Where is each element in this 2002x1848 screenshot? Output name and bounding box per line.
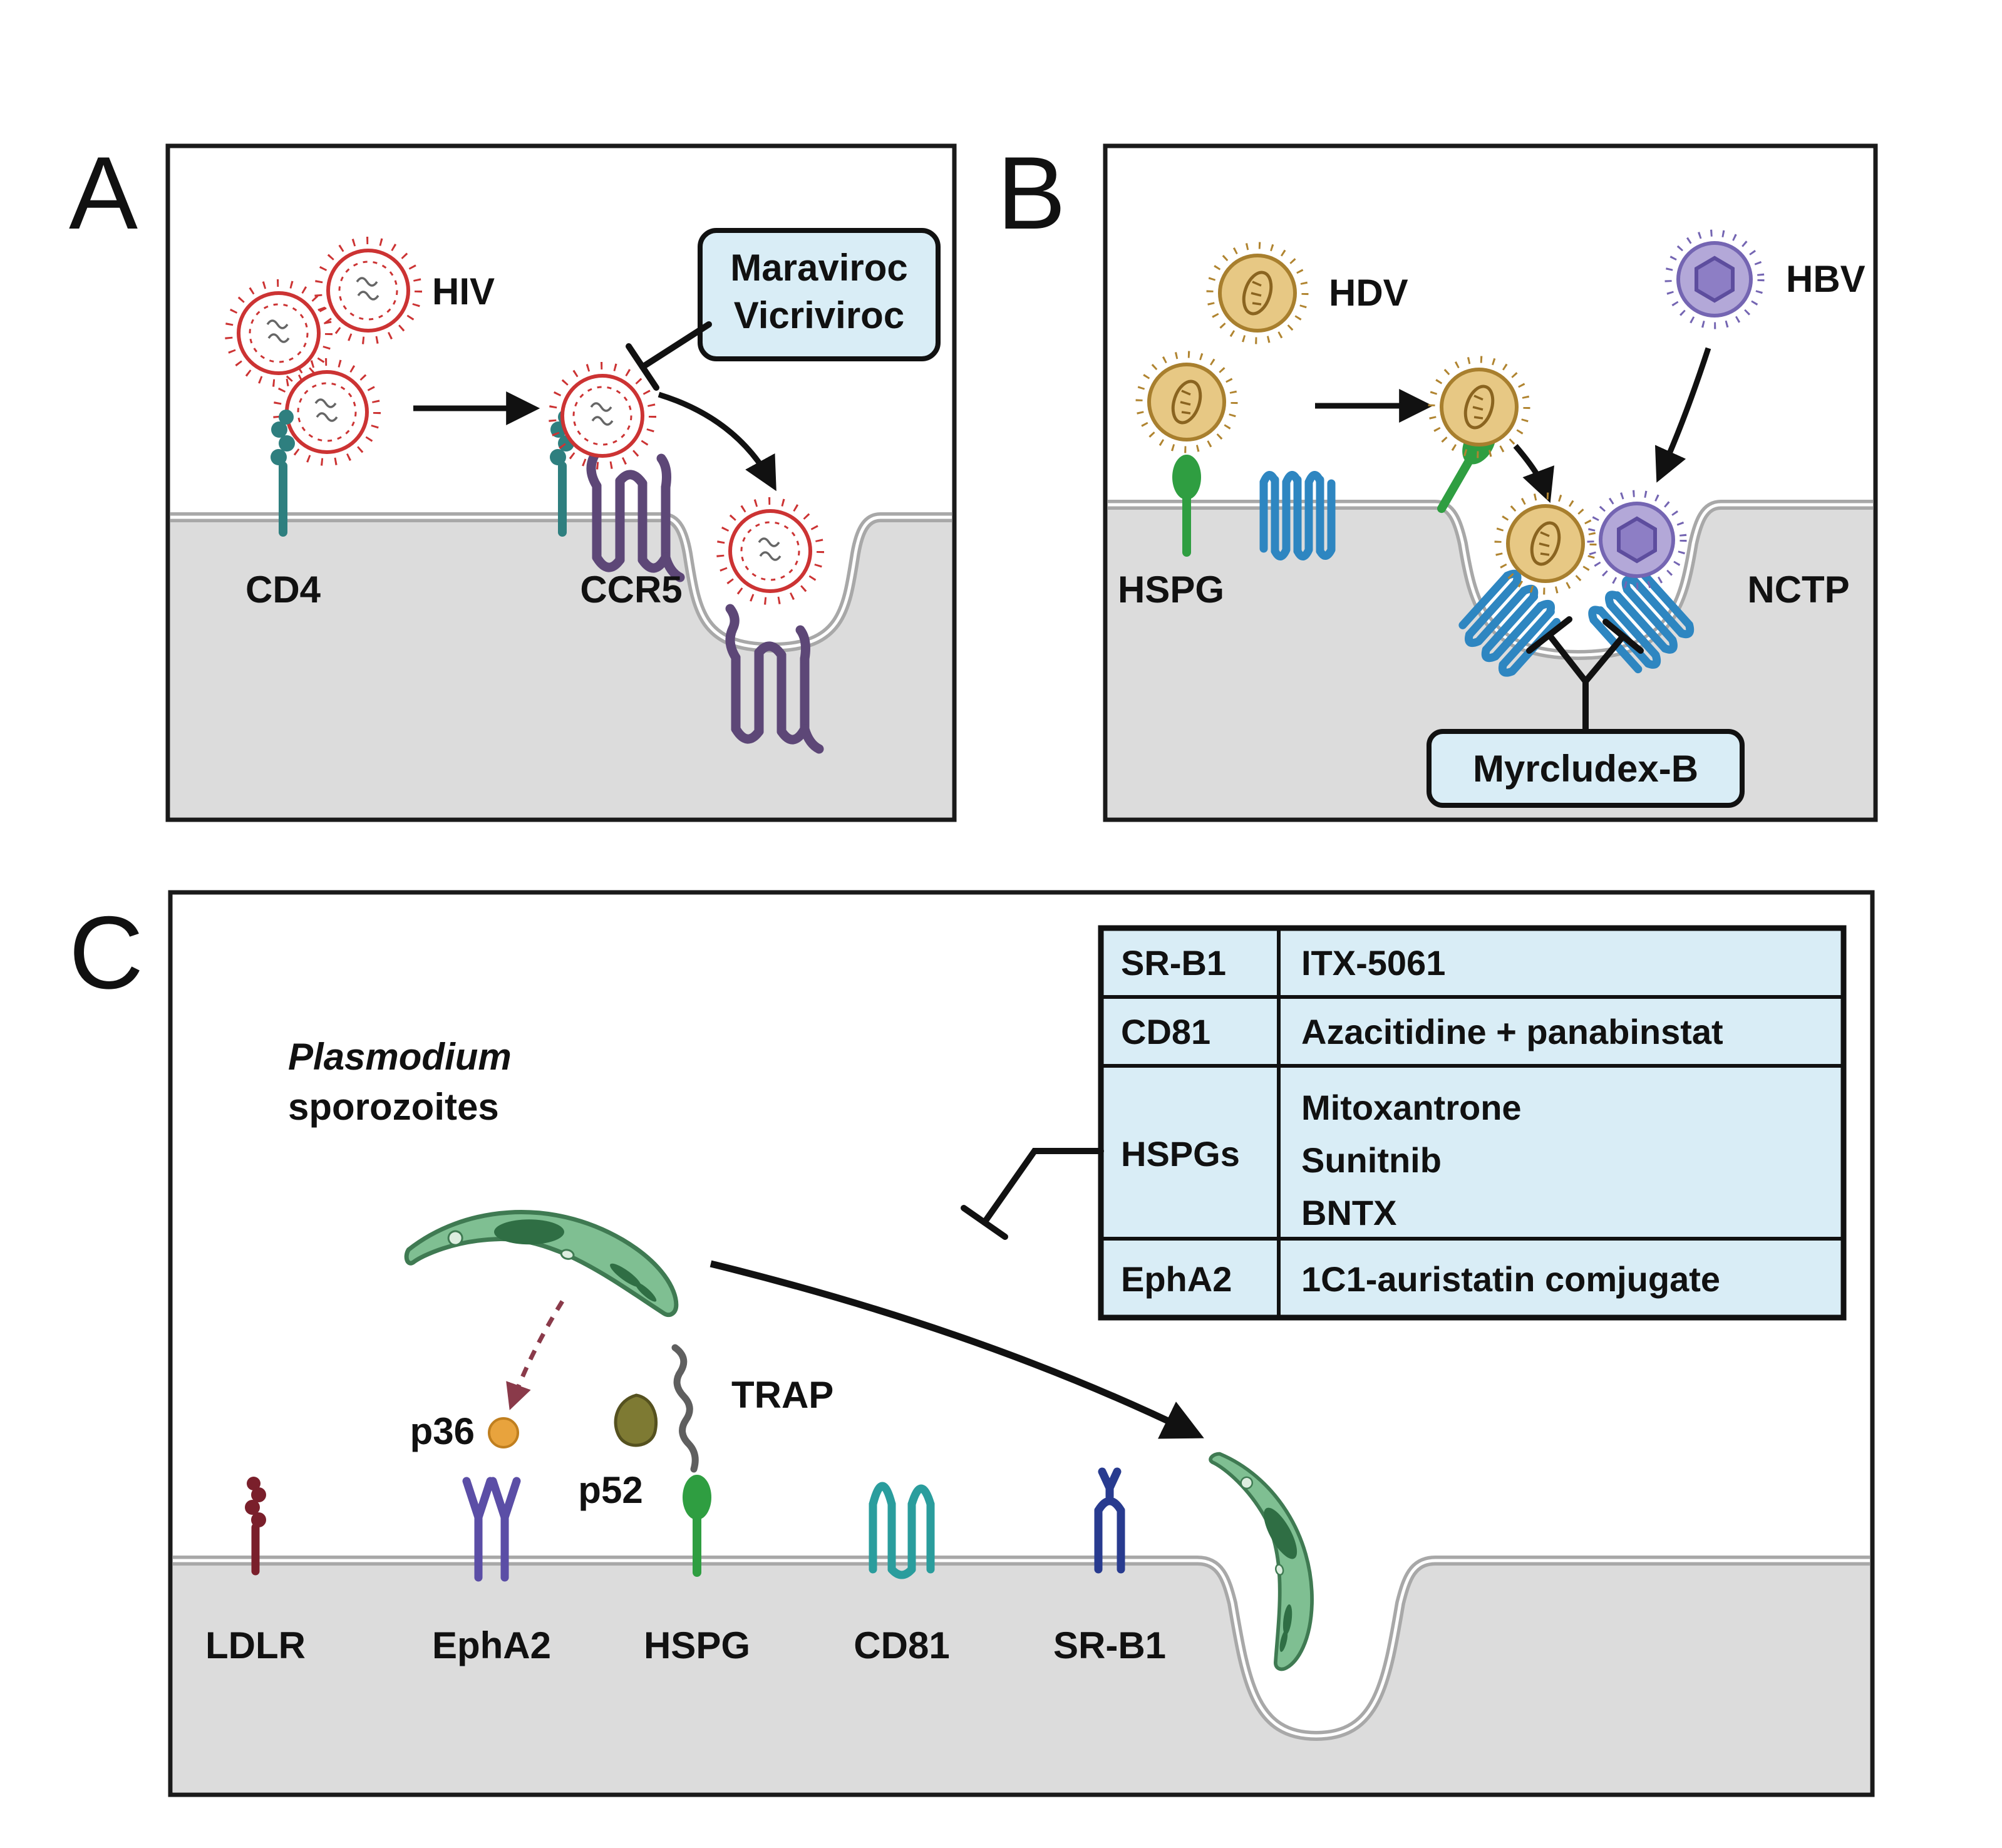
panel-a-letter: A (69, 135, 138, 250)
hiv-label: HIV (432, 271, 495, 312)
sporozoites-label: sporozoites (288, 1086, 499, 1128)
p36-protein (488, 1417, 519, 1448)
p52-label: p52 (578, 1469, 642, 1511)
nctp-label: NCTP (1747, 569, 1849, 611)
table-drug-sunitnib: Sunitnib (1301, 1140, 1442, 1180)
myrcludex-label: Myrcludex-B (1473, 748, 1698, 790)
p36-secretion-arrow (506, 1300, 564, 1410)
epha2-label: EphA2 (432, 1624, 551, 1666)
hspg-label-b: HSPG (1118, 569, 1224, 611)
inhibitor-table: SR-B1 ITX-5061 CD81 Azacitidine + panabi… (1098, 925, 1847, 1321)
myrcludex-box (1427, 729, 1745, 808)
p36-label: p36 (410, 1410, 475, 1452)
panel-c-letter: C (69, 895, 143, 1010)
ldlr-label: LDLR (205, 1624, 306, 1666)
maraviroc-vicriviroc-box (698, 228, 941, 361)
inhibitor-line2: Vicriviroc (734, 294, 904, 336)
ntcp-receptor (1264, 475, 1331, 556)
ccr5-label: CCR5 (580, 569, 682, 611)
panel-c-membrane (173, 1556, 1870, 1792)
table-drug-mitoxantrone: Mitoxantrone (1301, 1088, 1522, 1127)
table-drug-1c1: 1C1-auristatin comjugate (1301, 1259, 1720, 1299)
table-target-hspgs: HSPGs (1121, 1134, 1240, 1174)
hspg-label-c: HSPG (644, 1624, 750, 1666)
inhibition-tbar-c (961, 1148, 1104, 1240)
cd81-label: CD81 (854, 1624, 949, 1666)
table-target-srb1: SR-B1 (1121, 943, 1226, 983)
table-drug-bntx: BNTX (1301, 1193, 1396, 1232)
hdv-entry-arrow (1513, 444, 1554, 503)
table-target-epha2: EphA2 (1121, 1259, 1232, 1299)
srb1-label: SR-B1 (1053, 1624, 1166, 1666)
inhibitor-line1: Maraviroc (730, 247, 907, 289)
hbv-entry-arrow (1654, 347, 1711, 483)
panel-b-letter: B (997, 135, 1066, 250)
table-drug-itx5061: ITX-5061 (1301, 943, 1445, 983)
table-drug-azacitidine: Azacitidine + panabinstat (1301, 1012, 1723, 1051)
internalization-arrow (658, 391, 777, 492)
plasmodium-label: Plasmodium (288, 1036, 512, 1078)
inhibition-tbar-b (1526, 616, 1644, 735)
hdv-label: HDV (1329, 272, 1408, 314)
inhibition-tbar-a (626, 321, 712, 391)
cd4-label: CD4 (245, 569, 321, 611)
table-target-cd81: CD81 (1121, 1012, 1210, 1051)
invasion-arrow (709, 1260, 1204, 1439)
trap-label: TRAP (731, 1374, 833, 1416)
trap-protein (671, 1344, 699, 1473)
hbv-label: HBV (1786, 258, 1865, 300)
p52-protein (614, 1393, 658, 1447)
